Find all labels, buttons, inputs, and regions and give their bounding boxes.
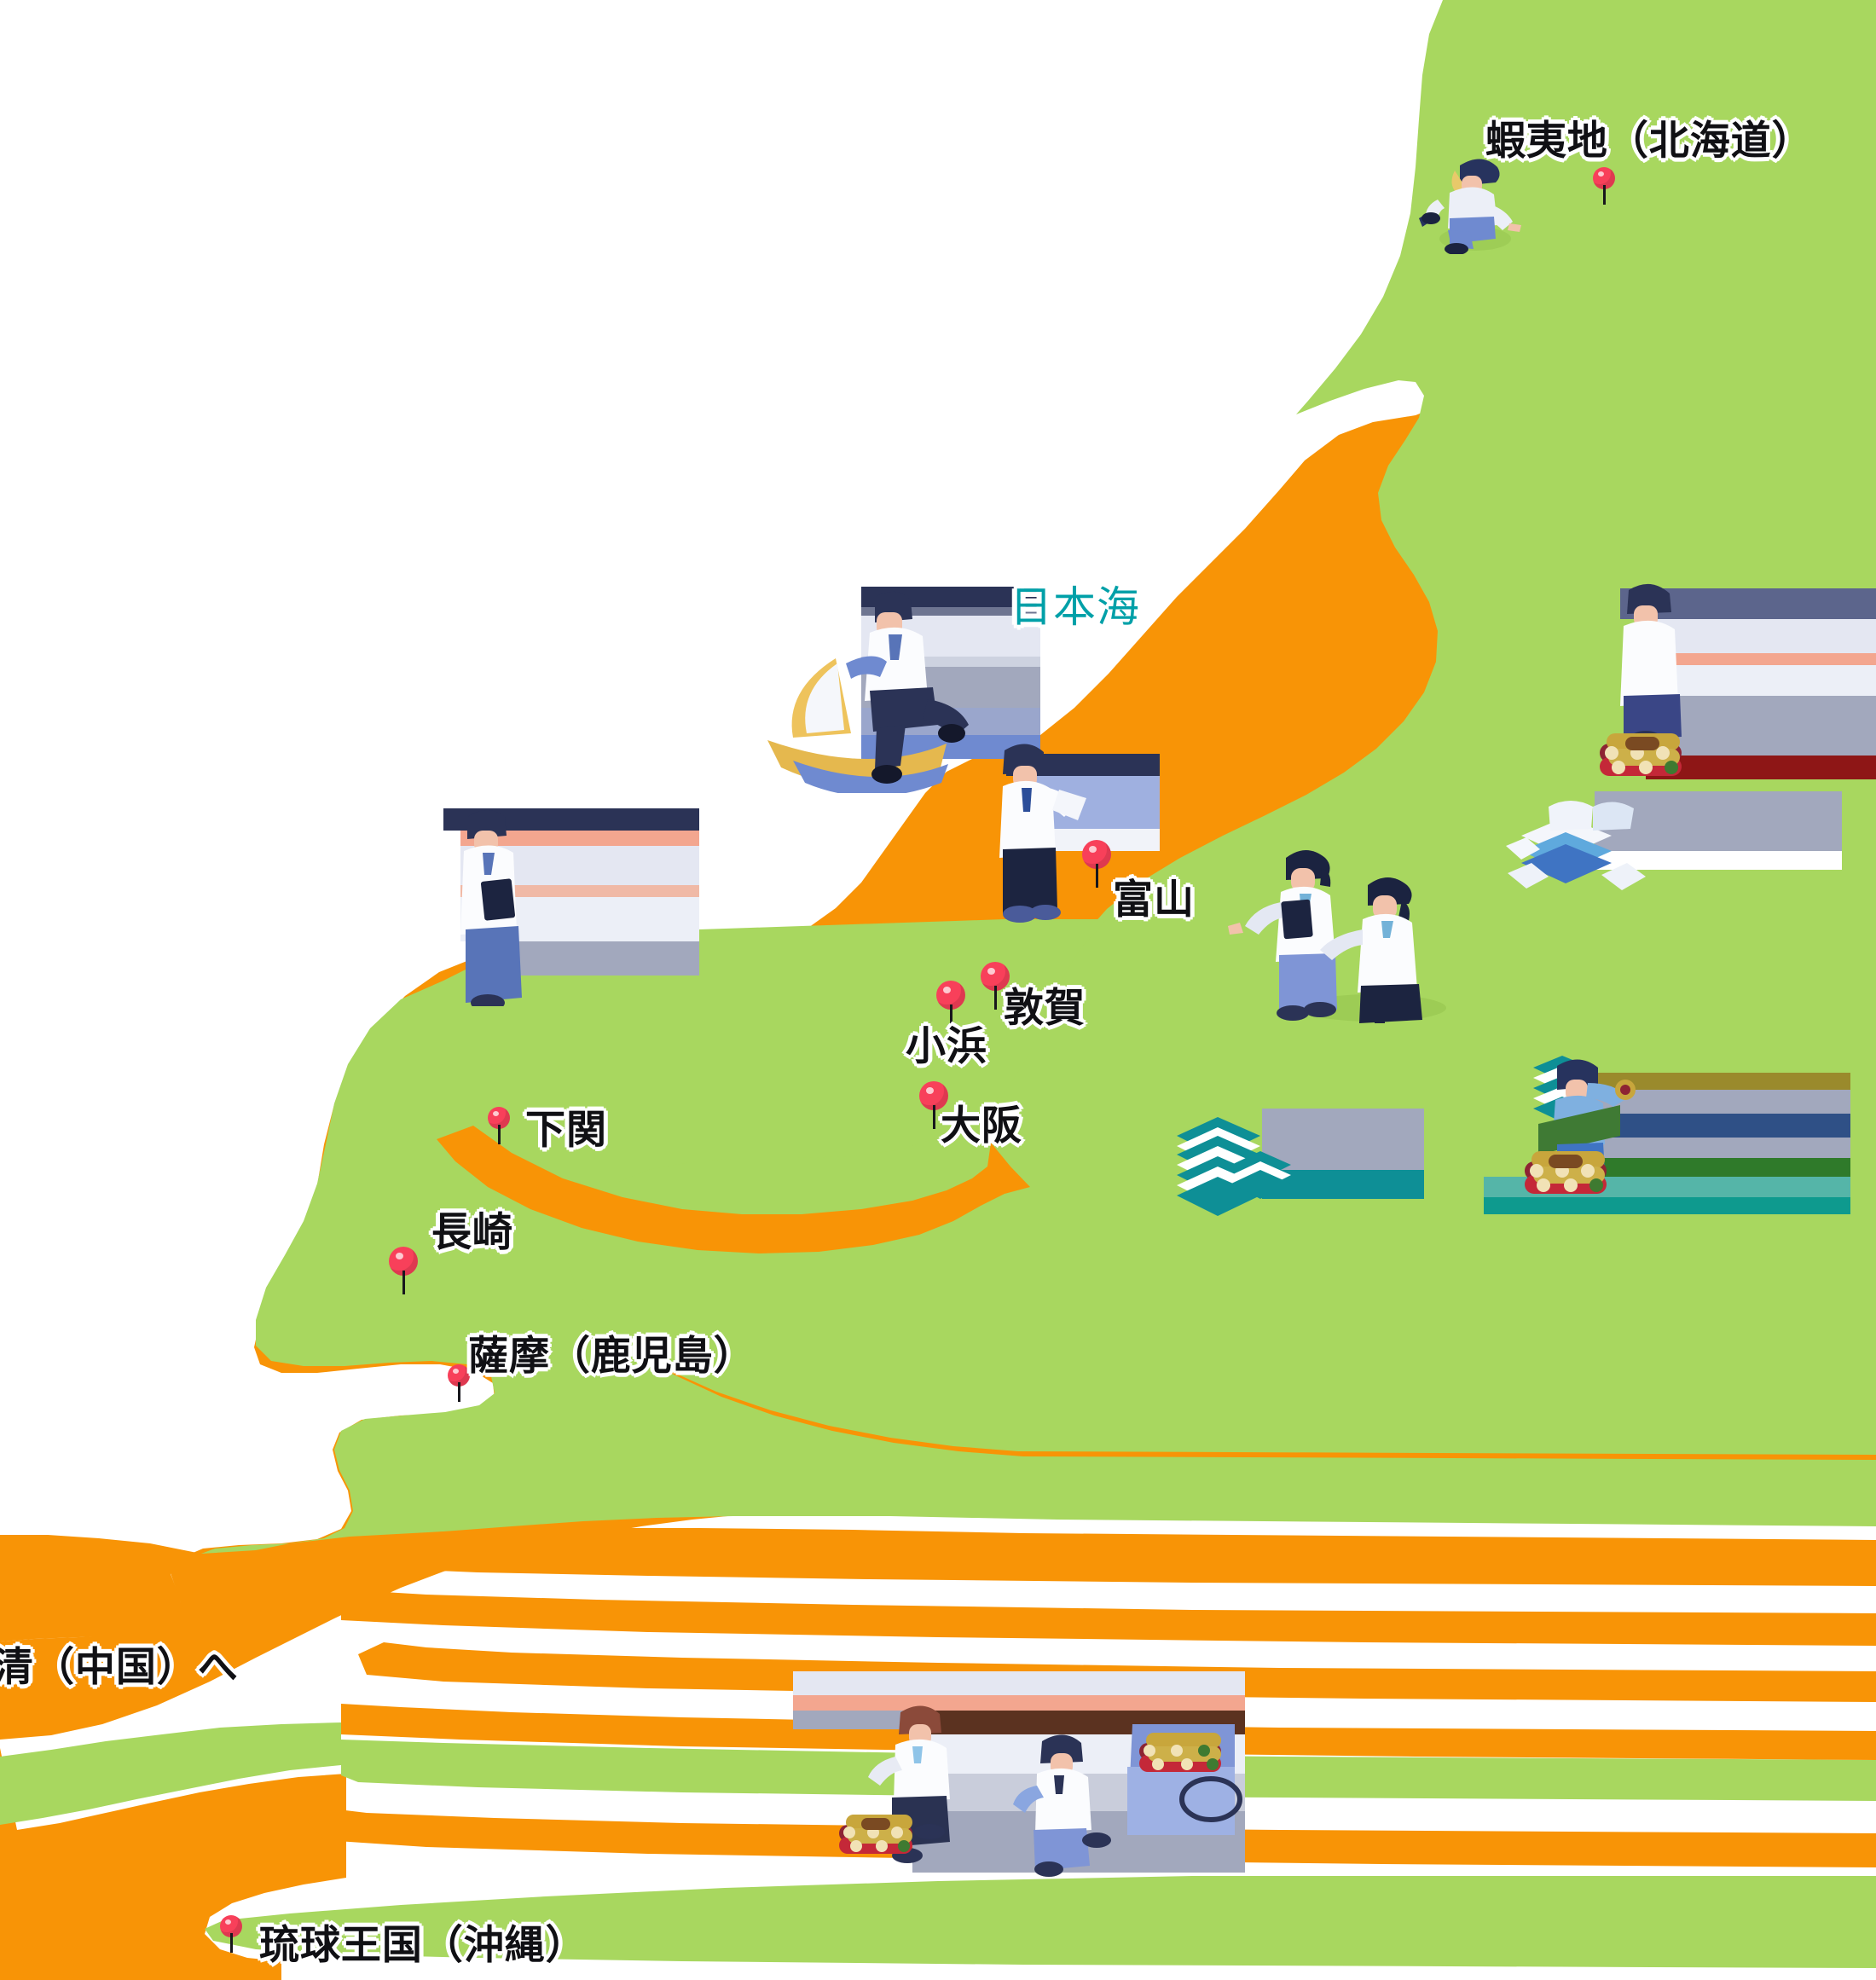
map-label-nagasaki: 長崎	[431, 1209, 513, 1254]
map-pin-satsuma[interactable]	[448, 1364, 470, 1402]
inland-sea-route-arrow	[437, 1126, 1030, 1253]
map-pin-obama[interactable]	[936, 981, 965, 1028]
map-label-ezo: 蝦夷地（北海道）	[1485, 118, 1813, 163]
pin-needle-icon	[402, 1271, 405, 1294]
pin-needle-icon	[458, 1382, 460, 1402]
sailing-boat-illustration	[767, 587, 1040, 793]
person-reading-illustration	[999, 744, 1160, 923]
map-pin-tsuruga[interactable]	[981, 962, 1010, 1010]
map-pin-ezo[interactable]	[1593, 167, 1615, 205]
pin-needle-icon	[1096, 864, 1098, 888]
person-with-clipboard-illustration	[443, 808, 699, 1006]
map-label-tsuruga: 敦賀	[1004, 985, 1086, 1030]
map-label-osaka: 大阪	[941, 1103, 1022, 1148]
cargo-carrier-illustration	[1600, 583, 1876, 779]
pin-needle-icon	[950, 1004, 952, 1028]
map-label-ryukyu: 琉球王国（沖縄）	[259, 1922, 587, 1967]
document-stack-illustration	[1177, 1109, 1424, 1216]
route-label-to-qing: 清（中国）へ	[0, 1644, 239, 1689]
pin-needle-icon	[933, 1105, 935, 1129]
map-label-toyama: 富山	[1113, 877, 1195, 922]
map-pin-shimonoseki[interactable]	[488, 1107, 510, 1144]
map-pin-toyama[interactable]	[1082, 840, 1111, 888]
map-pin-ryukyu[interactable]	[220, 1915, 242, 1953]
person-with-banner-illustration	[1484, 1056, 1850, 1214]
people-with-cargo-illustration	[793, 1671, 1245, 1877]
map-pin-nagasaki[interactable]	[389, 1247, 418, 1294]
map-label-satsuma: 薩摩（鹿児島）	[468, 1333, 755, 1378]
book-stack-illustration	[1506, 791, 1842, 890]
map-pin-osaka[interactable]	[919, 1081, 948, 1129]
map-label-shimonoseki: 下関	[525, 1107, 607, 1152]
person-running-illustration	[1419, 159, 1521, 254]
pin-needle-icon	[230, 1933, 233, 1953]
pin-needle-icon	[498, 1125, 501, 1144]
sea-label-sea-of-japan: 日本海	[1010, 583, 1140, 631]
two-people-illustration	[1228, 850, 1446, 1023]
pin-needle-icon	[1603, 185, 1606, 205]
pin-needle-icon	[994, 986, 997, 1010]
map-label-obama: 小浜	[906, 1023, 987, 1068]
